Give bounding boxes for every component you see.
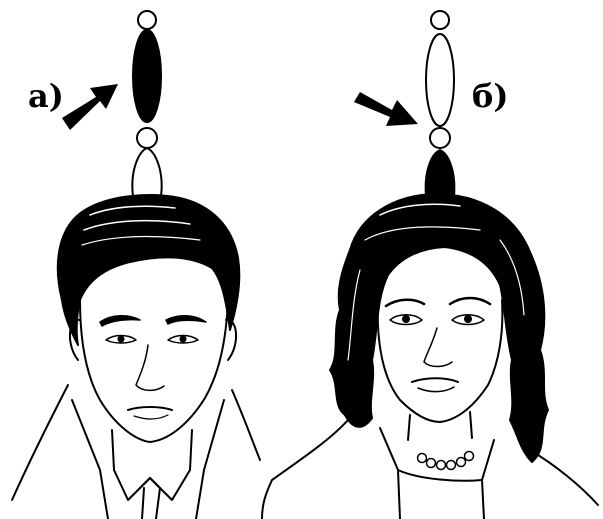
middle-node-left: [137, 128, 157, 148]
man-collar: [114, 470, 190, 500]
energy-column-right: [426, 11, 455, 196]
arrow-left: [62, 84, 118, 130]
label-b: б): [472, 80, 508, 112]
label-a: а): [28, 80, 64, 112]
upper-segment-left-active: [133, 30, 161, 122]
top-node-left: [138, 11, 156, 29]
woman-brow-right: [450, 298, 490, 304]
man-brow-left: [100, 316, 140, 326]
woman-face-outline: [378, 300, 503, 422]
woman-necklace: [418, 452, 474, 470]
top-node-right: [431, 11, 449, 29]
woman-collar: [380, 428, 400, 519]
woman-brow-left: [386, 300, 424, 306]
man-hair: [58, 195, 239, 345]
man-figure: [12, 195, 260, 519]
upper-segment-right: [426, 34, 454, 126]
man-tie: [140, 478, 160, 519]
man-neck: [112, 430, 114, 470]
energy-column-left: [132, 11, 161, 196]
man-brow-right: [166, 316, 206, 324]
lower-segment-right-active: [426, 150, 455, 196]
woman-jacket: [262, 420, 348, 519]
man-jacket: [12, 385, 68, 500]
woman-neck: [408, 415, 410, 440]
lower-segment-left: [132, 148, 161, 196]
arrow-right: [354, 92, 418, 126]
middle-node-right: [430, 128, 450, 148]
woman-figure: [262, 194, 598, 519]
